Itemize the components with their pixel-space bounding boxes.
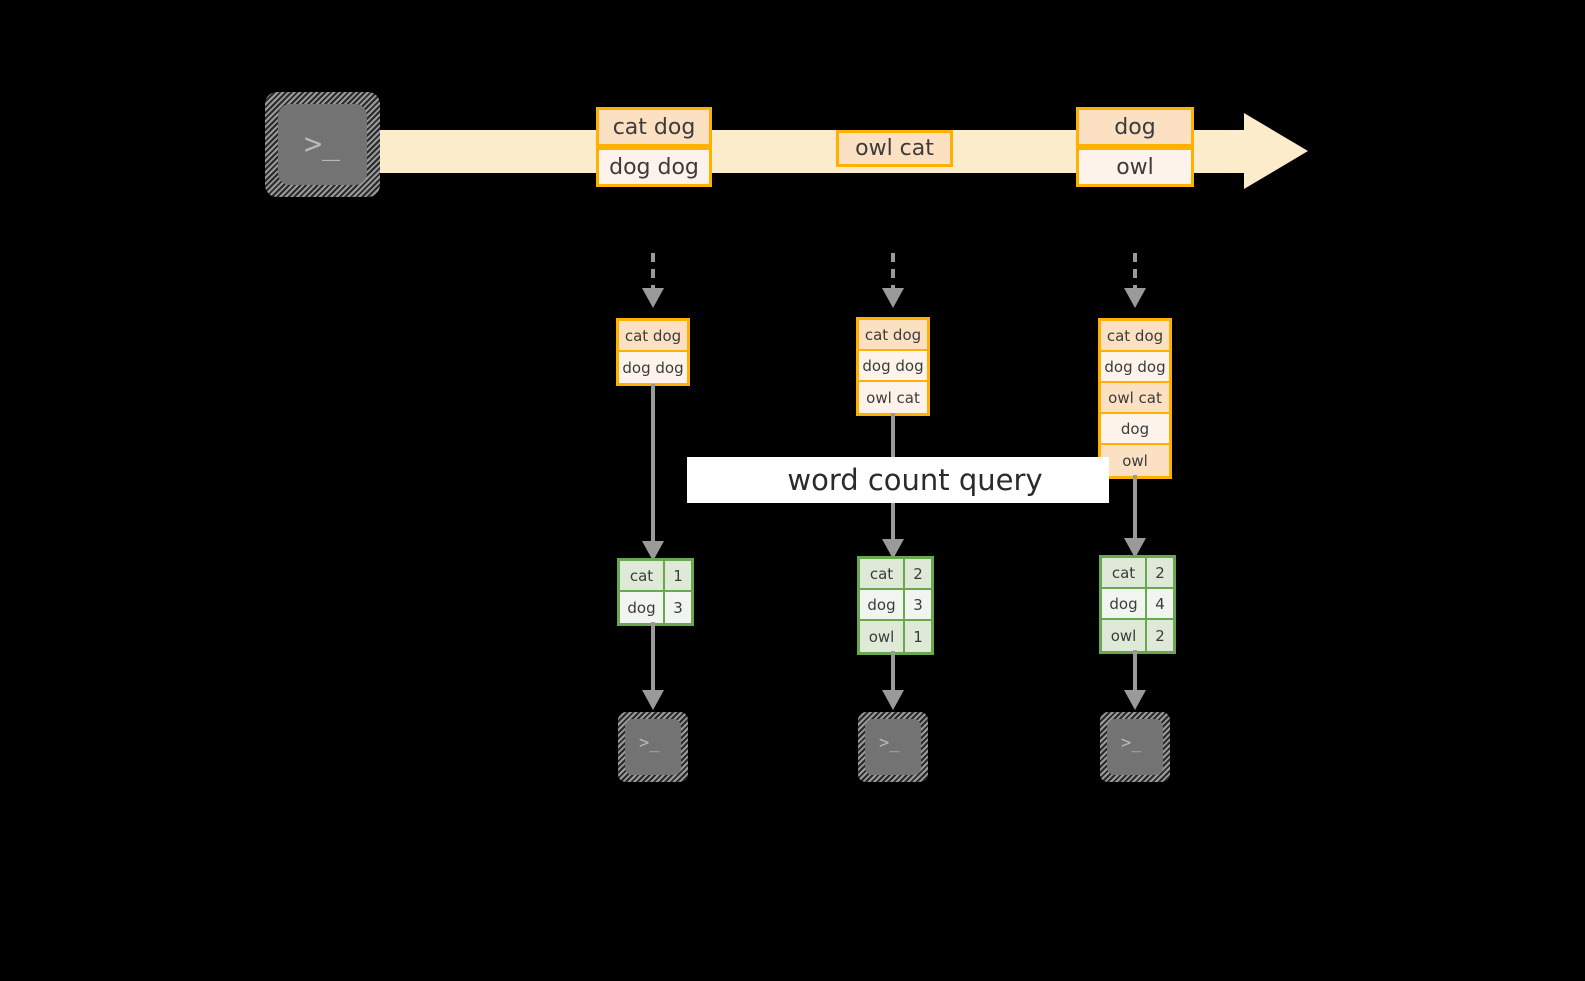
stream-to-batch-connector	[891, 253, 895, 291]
batch-row: cat dog	[859, 320, 927, 351]
result-table-1: cat 1 dog 3	[617, 558, 694, 626]
batch-row: cat dog	[619, 321, 687, 352]
sink-terminal-icon-3[interactable]: >_	[1100, 712, 1170, 782]
result-row: cat 1	[620, 561, 691, 592]
batch-to-result-arrowhead-1	[642, 541, 664, 561]
result-word: dog	[860, 590, 905, 619]
terminal-prompt-glyph: >_	[639, 733, 660, 753]
result-count: 4	[1147, 589, 1173, 618]
stream-arrow-head	[1244, 113, 1308, 189]
result-table-2: cat 2 dog 3 owl 1	[857, 556, 934, 655]
stream-to-batch-arrowhead	[1124, 288, 1146, 308]
result-table-3: cat 2 dog 4 owl 2	[1099, 555, 1176, 654]
batch-row: owl cat	[859, 382, 927, 413]
query-label: word count query	[787, 463, 1043, 497]
result-count: 3	[905, 590, 931, 619]
result-word: owl	[1102, 620, 1147, 651]
stream-record: owl	[1076, 147, 1194, 187]
result-row: cat 2	[860, 559, 931, 590]
stream-to-batch-arrowhead	[882, 288, 904, 308]
batch-to-result-connector-1	[651, 384, 655, 557]
batch-to-result-connector-3	[1133, 475, 1137, 555]
terminal-prompt-glyph: >_	[1121, 733, 1142, 753]
result-word: cat	[860, 559, 905, 588]
stream-record: cat dog	[596, 107, 712, 147]
result-count: 3	[665, 592, 691, 623]
sink-terminal-icon-1[interactable]: >_	[618, 712, 688, 782]
result-to-sink-connector-3	[1133, 650, 1137, 694]
result-word: cat	[1102, 558, 1147, 587]
result-to-sink-arrowhead-3	[1124, 690, 1146, 710]
result-to-sink-connector-1	[651, 622, 655, 694]
batch-table-3: cat dog dog dog owl cat dog owl	[1098, 318, 1172, 479]
result-count: 2	[1147, 558, 1173, 587]
batch-row: dog dog	[1101, 352, 1169, 383]
result-count: 1	[905, 621, 931, 652]
result-to-sink-connector-2	[891, 651, 895, 694]
stream-record: dog	[1076, 107, 1194, 147]
result-row: owl 2	[1102, 620, 1173, 651]
terminal-screen: >_	[1107, 719, 1163, 775]
result-count: 1	[665, 561, 691, 590]
batch-table-1: cat dog dog dog	[616, 318, 690, 386]
batch-row: dog	[1101, 414, 1169, 445]
terminal-screen: >_	[865, 719, 921, 775]
stream-record: dog dog	[596, 147, 712, 187]
result-to-sink-arrowhead-1	[642, 690, 664, 710]
batch-row: dog dog	[859, 351, 927, 382]
batch-row: dog dog	[619, 352, 687, 383]
batch-row: cat dog	[1101, 321, 1169, 352]
terminal-screen: >_	[278, 104, 367, 185]
stream-to-batch-arrowhead	[642, 288, 664, 308]
batch-row: owl cat	[1101, 383, 1169, 414]
result-word: cat	[620, 561, 665, 590]
terminal-prompt-glyph: >_	[304, 127, 341, 162]
batch-table-2: cat dog dog dog owl cat	[856, 317, 930, 416]
batch-to-result-arrowhead-2	[882, 539, 904, 559]
stream-to-batch-connector	[651, 253, 655, 291]
result-row: dog 3	[860, 590, 931, 621]
stream-to-batch-connector	[1133, 253, 1137, 291]
terminal-prompt-glyph: >_	[879, 733, 900, 753]
result-row: dog 4	[1102, 589, 1173, 620]
batch-to-result-arrowhead-3	[1124, 538, 1146, 558]
result-row: cat 2	[1102, 558, 1173, 589]
query-label-band: word count query	[687, 457, 1109, 503]
result-word: dog	[620, 592, 665, 623]
result-row: owl 1	[860, 621, 931, 652]
sink-terminal-icon-2[interactable]: >_	[858, 712, 928, 782]
result-word: owl	[860, 621, 905, 652]
result-count: 2	[905, 559, 931, 588]
result-word: dog	[1102, 589, 1147, 618]
result-count: 2	[1147, 620, 1173, 651]
result-to-sink-arrowhead-2	[882, 690, 904, 710]
stream-record: owl cat	[836, 130, 953, 167]
terminal-screen: >_	[625, 719, 681, 775]
result-row: dog 3	[620, 592, 691, 623]
batch-row: owl	[1101, 445, 1169, 476]
source-terminal-icon[interactable]: >_	[265, 92, 380, 197]
